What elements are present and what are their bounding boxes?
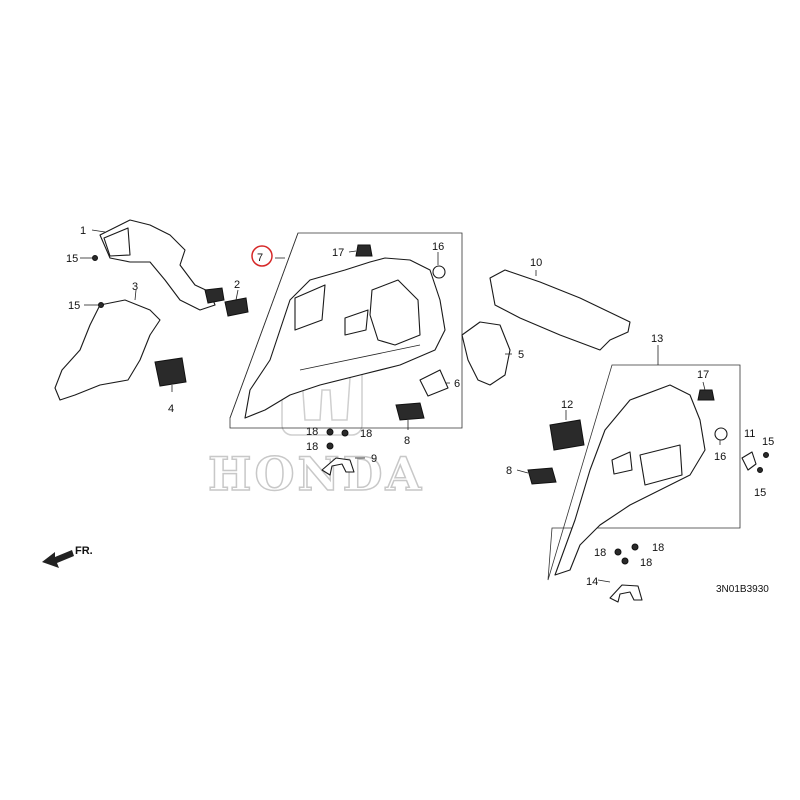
part-14-bracket[interactable] (609, 584, 643, 603)
part-15-screw-left-b[interactable] (98, 302, 104, 308)
callout-17: 17 (332, 247, 344, 259)
part-8-hook-lower[interactable] (527, 467, 557, 485)
callout-18-right-b: 18 (652, 542, 664, 554)
part-5-lid[interactable] (461, 321, 511, 386)
part-15-screw-right-b[interactable] (757, 467, 763, 473)
highlight-ring (251, 245, 273, 267)
callout-8: 8 (404, 435, 410, 447)
group-frame-13 (547, 364, 741, 581)
part-4-vent[interactable] (154, 357, 187, 387)
part-16-fastener-right[interactable] (714, 427, 728, 441)
honda-watermark: HONDA (207, 334, 424, 502)
callout-17-right: 17 (697, 369, 709, 381)
callout-18-right-c: 18 (640, 557, 652, 569)
callout-8-lower: 8 (506, 465, 512, 477)
diagram-code: 3N01B3930 (716, 584, 769, 595)
part-6-cover[interactable] (419, 369, 449, 397)
callout-3: 3 (132, 281, 138, 293)
part-12-hook[interactable] (549, 419, 585, 451)
part-3-duct[interactable] (54, 299, 161, 401)
part-1-duct[interactable] (99, 219, 225, 311)
part-10-sill-garnish[interactable] (489, 269, 631, 351)
callout-16: 16 (432, 241, 444, 253)
callout-4: 4 (168, 403, 174, 415)
callout-14: 14 (586, 576, 598, 588)
part-18-bolts-right[interactable] (614, 543, 639, 565)
arrow-left-icon (42, 550, 74, 568)
part-2-vent[interactable] (224, 297, 249, 317)
callout-15-right-b: 15 (754, 487, 766, 499)
callout-10: 10 (530, 257, 542, 269)
part-11-clip[interactable] (741, 451, 757, 471)
callout-18-right-a: 18 (594, 547, 606, 559)
part-9-bracket[interactable] (321, 457, 355, 476)
part-17-clip[interactable] (355, 244, 373, 257)
callout-5: 5 (518, 349, 524, 361)
callout-15b: 15 (68, 300, 80, 312)
callout-1: 1 (80, 225, 86, 237)
callout-7: 7 (257, 252, 263, 264)
part-15-screw-right-a[interactable] (763, 452, 769, 458)
callout-18a: 18 (306, 426, 318, 438)
part-7-side-trim[interactable] (244, 257, 446, 419)
part-15-screw-left-a[interactable] (92, 255, 98, 261)
direction-label: FR. (75, 545, 93, 557)
callout-16-right: 16 (714, 451, 726, 463)
callout-15-right-a: 15 (762, 436, 774, 448)
callout-18c: 18 (306, 441, 318, 453)
callout-13: 13 (651, 333, 663, 345)
leader-lines (80, 229, 721, 583)
watermark-text: HONDA (208, 447, 424, 501)
callout-12: 12 (561, 399, 573, 411)
callouts: 1 15 2 3 15 4 7 17 16 18 18 18 8 9 10 5 … (66, 225, 774, 588)
callout-18b: 18 (360, 428, 372, 440)
part-13-side-trim[interactable] (554, 384, 706, 576)
part-8-hook-upper[interactable] (395, 402, 425, 421)
callout-2: 2 (234, 279, 240, 291)
callout-9: 9 (371, 453, 377, 465)
callout-15: 15 (66, 253, 78, 265)
part-16-fastener[interactable] (432, 265, 446, 279)
callout-6: 6 (454, 378, 460, 390)
callout-11: 11 (744, 428, 755, 440)
part-18-bolts-left[interactable] (326, 428, 349, 450)
part-17-clip-right[interactable] (697, 389, 715, 401)
front-direction-indicator: FR. (42, 545, 93, 568)
